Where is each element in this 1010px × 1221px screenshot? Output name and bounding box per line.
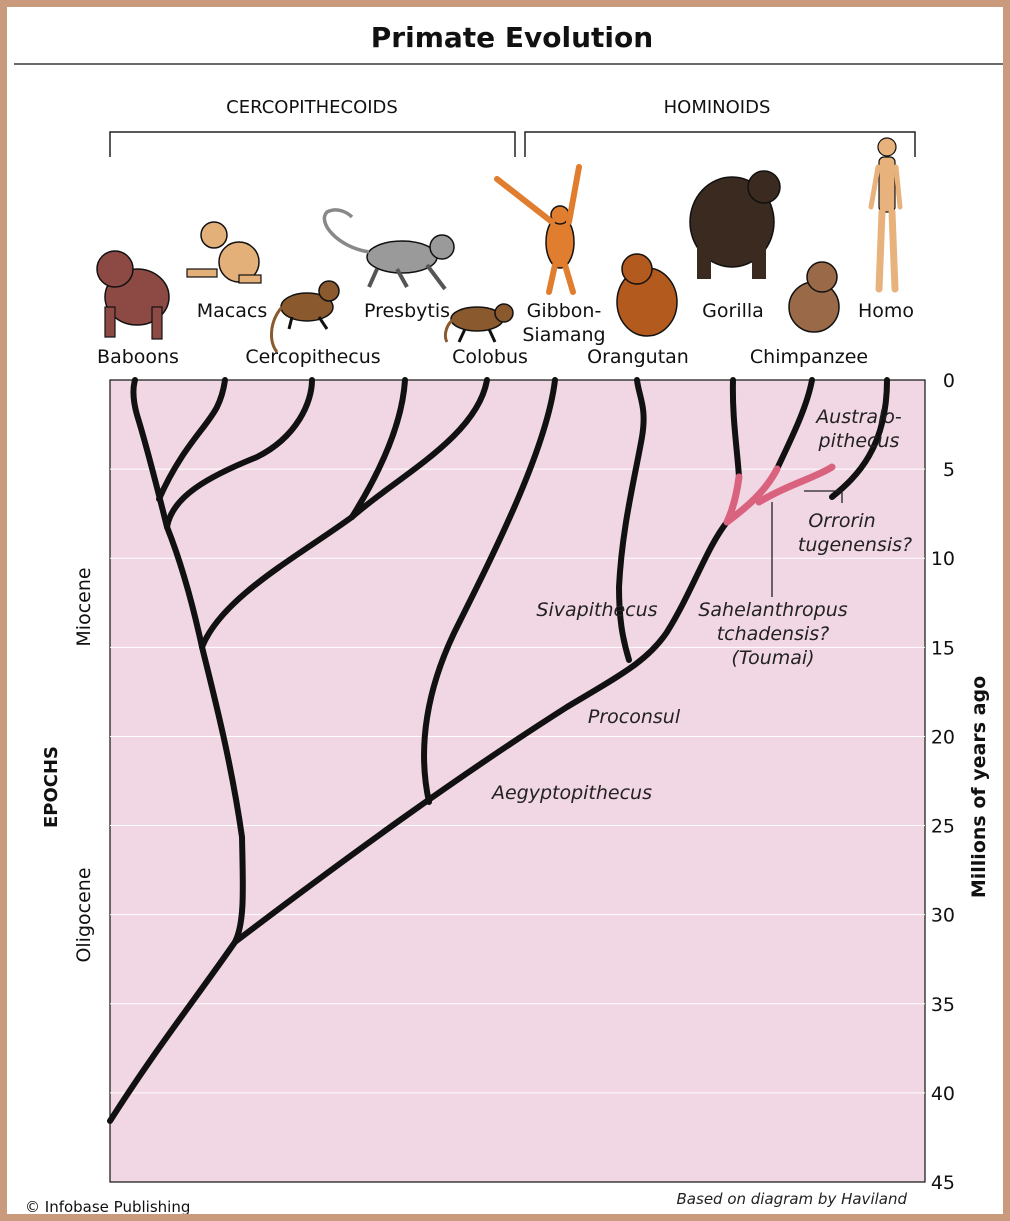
axis-tick-label: 15 [931, 637, 955, 659]
label-proconsul: Proconsul [588, 706, 681, 728]
epoch-miocene: Miocene [73, 567, 95, 646]
taxon-gorilla: Gorilla [702, 300, 764, 322]
primate-evolution-diagram: Primate Evolution CERCOPITHECOIDS HOMINO… [7, 7, 1010, 1221]
label-sivapithecus: Sivapithecus [536, 599, 657, 621]
human-icon [871, 138, 900, 289]
taxon-macacs: Macacs [197, 300, 267, 322]
footer-source: Based on diagram by Haviland [677, 1190, 908, 1208]
group-label-hominoids: HOMINOIDS [664, 97, 771, 118]
taxon-chimpanzee: Chimpanzee [750, 346, 868, 368]
label-australopithecus-2: pithecus [818, 430, 900, 452]
axis-tick-label: 40 [931, 1083, 955, 1105]
axis-tick-label: 30 [931, 905, 955, 927]
taxon-presbytis: Presbytis [364, 300, 450, 322]
baboon-icon [97, 251, 169, 339]
bracket-hominoids [525, 132, 915, 157]
axis-tick-label: 35 [931, 994, 955, 1016]
axis-tick-label: 20 [931, 726, 955, 748]
gorilla-icon [690, 171, 780, 279]
chimpanzee-icon [789, 262, 839, 332]
diagram-title: Primate Evolution [371, 21, 653, 54]
taxon-gibbon: Gibbon- [527, 300, 602, 322]
axis-tick-label: 5 [943, 459, 955, 481]
axis-tick-label: 0 [943, 370, 955, 392]
orangutan-icon [617, 254, 677, 336]
label-orrorin-1: Orrorin [808, 510, 875, 532]
cercopithecus-icon [272, 281, 339, 352]
axis-tick-labels: 0 5 10 15 20 25 30 35 40 45 [931, 370, 955, 1194]
taxon-cercopithecus: Cercopithecus [245, 346, 380, 368]
label-australopithecus-1: Australo- [814, 406, 902, 428]
label-sahelanthropus-2: tchadensis? [717, 623, 830, 645]
label-sahelanthropus-3: (Toumai) [731, 647, 814, 669]
epochs-label: EPOCHS [41, 746, 62, 828]
epoch-oligocene: Oligocene [73, 867, 95, 962]
axis-tick-label: 45 [931, 1172, 955, 1194]
bracket-cercopithecoids [110, 132, 515, 157]
group-label-cercopithecoids: CERCOPITHECOIDS [226, 97, 398, 118]
axis-tick-label: 10 [931, 548, 955, 570]
taxon-colobus: Colobus [452, 346, 528, 368]
footer-credit: © Infobase Publishing [25, 1198, 190, 1216]
gibbon-icon [497, 167, 579, 292]
colobus-icon [445, 304, 513, 342]
presbytis-icon [324, 210, 454, 289]
label-aegyptopithecus: Aegyptopithecus [490, 782, 652, 804]
label-orrorin-2: tugenensis? [798, 534, 912, 556]
taxon-orangutan: Orangutan [587, 346, 689, 368]
axis-title: Millions of years ago [968, 676, 990, 898]
label-sahelanthropus-1: Sahelanthropus [698, 599, 847, 621]
axis-tick-label: 25 [931, 816, 955, 838]
taxon-homo: Homo [858, 300, 914, 322]
taxon-siamang: Siamang [522, 324, 605, 346]
macaque-icon [187, 222, 261, 283]
taxon-baboons: Baboons [97, 346, 179, 368]
